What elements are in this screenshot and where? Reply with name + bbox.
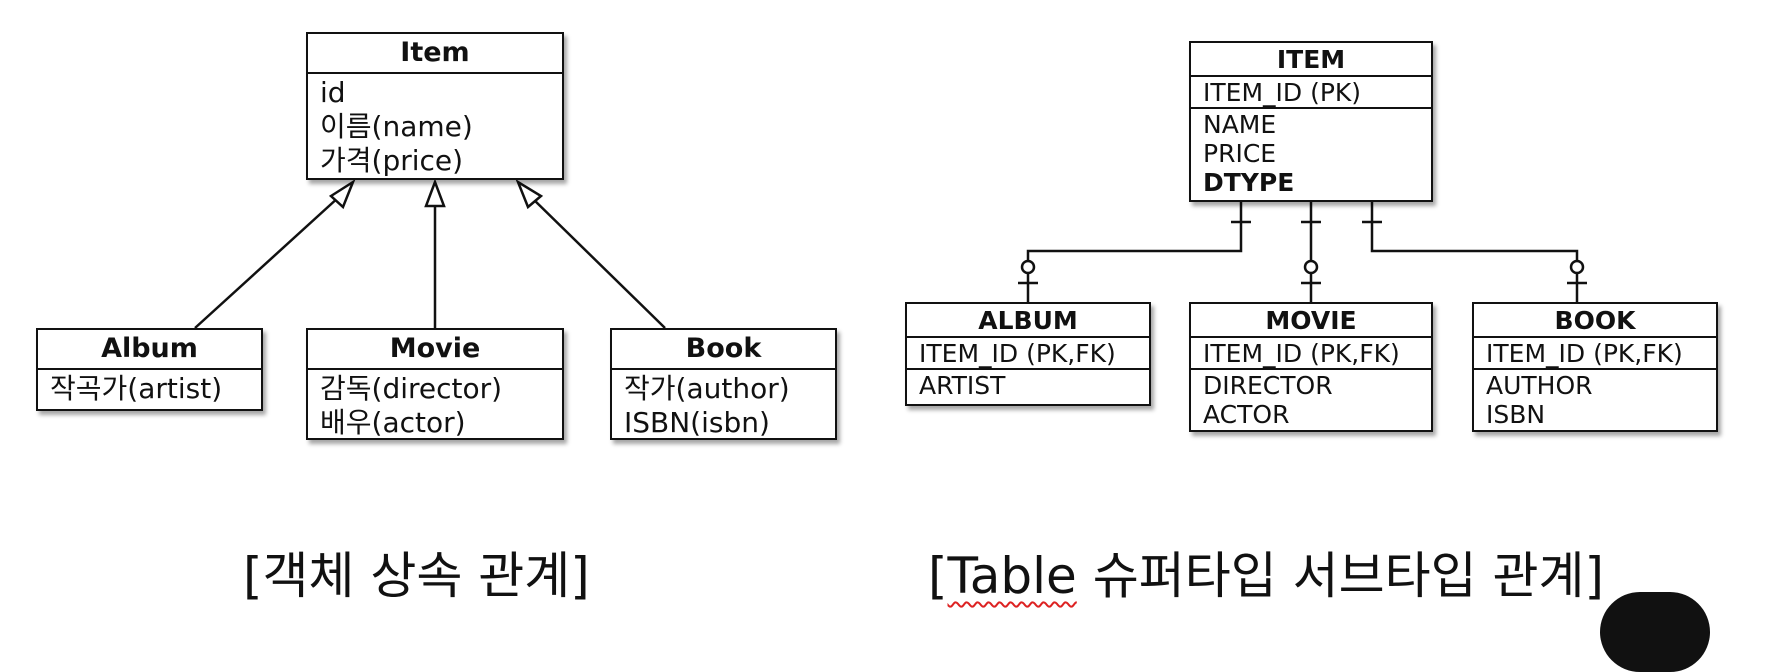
table-caption-word: Table	[947, 547, 1077, 605]
book-class-title: Book	[612, 330, 835, 370]
item-class-box: Item id 이름(name) 가격(price)	[306, 32, 564, 180]
item-col-price: PRICE	[1203, 139, 1277, 168]
book-class-fields: 작가(author) ISBN(isbn)	[612, 370, 835, 440]
item-table-key: ITEM_ID (PK)	[1191, 77, 1431, 109]
er-line-album	[1026, 202, 1243, 302]
er-circle-book	[1569, 259, 1585, 275]
album-col-artist: ARTIST	[919, 371, 1006, 400]
book-table-pk: ITEM_ID (PK,FK)	[1486, 339, 1683, 368]
movie-col-actor: ACTOR	[1203, 400, 1290, 429]
album-table-key: ITEM_ID (PK,FK)	[907, 338, 1149, 370]
inherit-arrow-album	[328, 178, 356, 210]
movie-class-fields: 감독(director) 배우(actor)	[308, 370, 562, 440]
table-model-caption: [Table 슈퍼타입 서브타입 관계]	[928, 536, 1604, 608]
album-field-artist: 작곡가(artist)	[50, 372, 223, 405]
item-col-name: NAME	[1203, 110, 1277, 139]
item-table-title: ITEM	[1191, 43, 1431, 77]
book-table-columns: AUTHOR ISBN	[1474, 370, 1716, 429]
movie-field-actor: 배우(actor)	[320, 406, 466, 439]
album-table-box: ALBUM ITEM_ID (PK,FK) ARTIST	[905, 302, 1151, 406]
inherit-line-book	[529, 195, 666, 329]
inherit-line-album	[194, 195, 341, 329]
item-table-box: ITEM ITEM_ID (PK) NAME PRICE DTYPE	[1189, 41, 1433, 202]
inherit-arrow-book	[515, 178, 544, 210]
movie-table-title: MOVIE	[1191, 304, 1431, 338]
item-field-price: 가격(price)	[320, 144, 464, 177]
book-table-box: BOOK ITEM_ID (PK,FK) AUTHOR ISBN	[1472, 302, 1718, 432]
connector-lines	[194, 178, 1587, 329]
book-field-isbn: ISBN(isbn)	[624, 406, 770, 439]
er-circle-movie	[1303, 259, 1319, 275]
album-table-columns: ARTIST	[907, 370, 1149, 400]
er-line-book	[1370, 202, 1579, 302]
er-circle-album	[1020, 259, 1036, 275]
item-field-id: id	[320, 76, 346, 109]
item-table-pk: ITEM_ID (PK)	[1203, 78, 1362, 107]
book-class-box: Book 작가(author) ISBN(isbn)	[610, 328, 837, 440]
book-field-author: 작가(author)	[624, 372, 790, 405]
album-table-title: ALBUM	[907, 304, 1149, 338]
inherit-arrow-movie	[424, 178, 446, 208]
item-class-title: Item	[308, 34, 562, 74]
movie-table-box: MOVIE ITEM_ID (PK,FK) DIRECTOR ACTOR	[1189, 302, 1433, 432]
table-caption-rest: 슈퍼타입 서브타입 관계]	[1076, 547, 1604, 605]
book-col-author: AUTHOR	[1486, 371, 1593, 400]
album-class-box: Album 작곡가(artist)	[36, 328, 263, 411]
movie-class-box: Movie 감독(director) 배우(actor)	[306, 328, 564, 440]
object-model-caption: [객체 상속 관계]	[243, 547, 590, 605]
movie-class-title: Movie	[308, 330, 562, 370]
table-caption-open: [	[928, 547, 948, 605]
movie-field-director: 감독(director)	[320, 372, 503, 405]
album-table-pk: ITEM_ID (PK,FK)	[919, 339, 1116, 368]
book-col-isbn: ISBN	[1486, 400, 1546, 429]
album-class-title: Album	[38, 330, 261, 370]
movie-col-director: DIRECTOR	[1203, 371, 1333, 400]
movie-table-key: ITEM_ID (PK,FK)	[1191, 338, 1431, 370]
book-table-title: BOOK	[1474, 304, 1716, 338]
item-table-columns: NAME PRICE DTYPE	[1191, 109, 1431, 197]
album-class-fields: 작곡가(artist)	[38, 370, 261, 406]
item-field-name: 이름(name)	[320, 110, 473, 143]
item-col-dtype: DTYPE	[1203, 168, 1295, 197]
movie-table-columns: DIRECTOR ACTOR	[1191, 370, 1431, 429]
item-class-fields: id 이름(name) 가격(price)	[308, 74, 562, 178]
presenter-silhouette	[1600, 592, 1710, 672]
movie-table-pk: ITEM_ID (PK,FK)	[1203, 339, 1400, 368]
book-table-key: ITEM_ID (PK,FK)	[1474, 338, 1716, 370]
